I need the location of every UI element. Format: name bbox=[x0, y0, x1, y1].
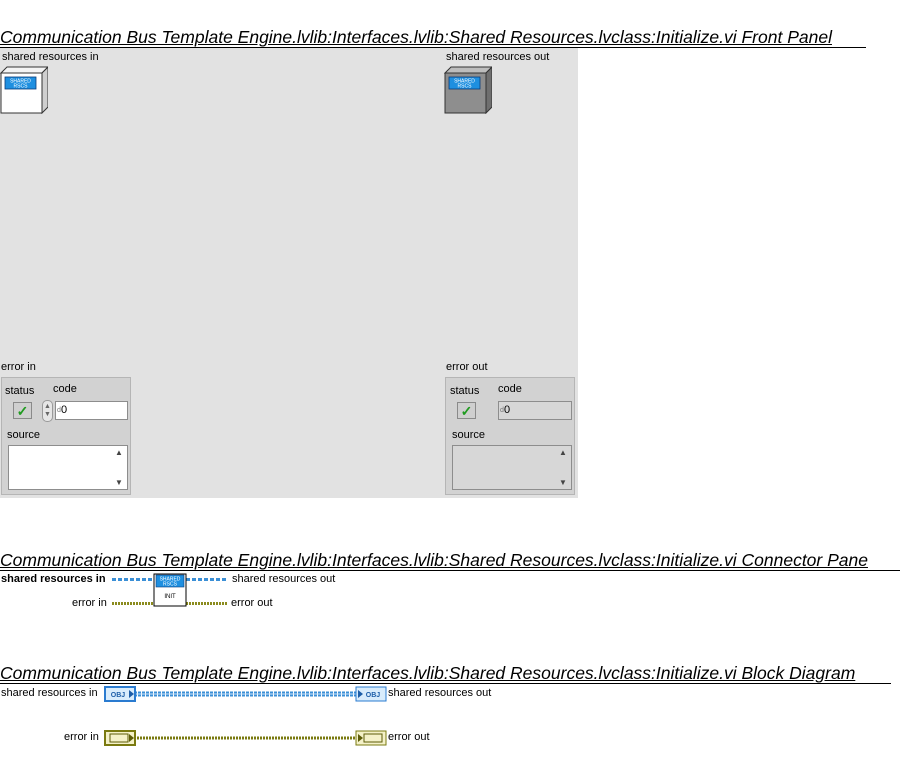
bd-shared-resources-in-label: shared resources in bbox=[1, 687, 98, 699]
block-diagram: OBJ OBJ bbox=[104, 686, 387, 746]
scroll-down-icon[interactable]: ▼ bbox=[115, 478, 123, 487]
spin-up-icon: ▲ bbox=[44, 403, 51, 410]
error-in-source-scrollbar[interactable]: ▲ ▼ bbox=[113, 448, 125, 487]
block-diagram-title-rule bbox=[0, 683, 891, 684]
svg-text:INIT: INIT bbox=[164, 594, 176, 600]
svg-text:SHARED: SHARED bbox=[454, 79, 475, 85]
error-in-code-spinner[interactable]: ▲ ▼ bbox=[42, 400, 53, 422]
front-panel-title: Communication Bus Template Engine.lvlib:… bbox=[0, 27, 832, 47]
error-in-source-label: source bbox=[7, 429, 41, 441]
front-panel-canvas: shared resources in SHARED RSCS shared r… bbox=[0, 48, 578, 498]
error-in-code-value: 0 bbox=[61, 404, 68, 416]
connector-pane-diagram: SHARED RSCS INIT bbox=[112, 573, 228, 607]
svg-text:OBJ: OBJ bbox=[366, 692, 381, 699]
connector-pane-title-rule bbox=[0, 570, 900, 571]
scroll-up-icon[interactable]: ▲ bbox=[559, 448, 567, 457]
front-panel-title-rule bbox=[0, 47, 866, 48]
svg-text:SHARED: SHARED bbox=[160, 577, 181, 583]
bd-error-in-terminal bbox=[104, 730, 136, 746]
error-out-source-field: ▲ ▼ bbox=[452, 445, 572, 490]
bd-shared-resources-out-label: shared resources out bbox=[388, 687, 492, 699]
error-out-status-led: ✓ bbox=[457, 402, 476, 419]
svg-text:RSCS: RSCS bbox=[163, 582, 178, 588]
cp-shared-resources-out: shared resources out bbox=[232, 573, 336, 585]
svg-text:RSCS: RSCS bbox=[14, 84, 29, 90]
radix-indicator: d bbox=[500, 407, 504, 414]
error-in-status-label: status bbox=[5, 385, 35, 397]
bd-shared-resources-in-terminal: OBJ bbox=[104, 686, 136, 702]
bd-error-in-label: error in bbox=[64, 731, 99, 743]
error-in-label: error in bbox=[1, 361, 36, 373]
cp-error-in: error in bbox=[72, 597, 107, 609]
shared-resources-in-label: shared resources in bbox=[2, 51, 99, 63]
bd-shared-resources-out-terminal: OBJ bbox=[355, 686, 387, 702]
error-out-label: error out bbox=[446, 361, 488, 373]
error-out-code-label: code bbox=[498, 383, 522, 395]
error-out-source-label: source bbox=[452, 429, 486, 441]
shared-resources-out-label: shared resources out bbox=[446, 51, 550, 63]
svg-text:RSCS: RSCS bbox=[458, 84, 473, 90]
scroll-up-icon[interactable]: ▲ bbox=[115, 448, 123, 457]
check-icon: ✓ bbox=[460, 402, 473, 419]
error-out-cluster: status code ✓ d 0 source ▲ ▼ bbox=[445, 377, 575, 495]
error-out-source-scrollbar[interactable]: ▲ ▼ bbox=[557, 448, 569, 487]
error-in-cluster: status code ✓ ▲ ▼ d 0 source ▲ ▼ bbox=[1, 377, 131, 495]
cp-error-out: error out bbox=[231, 597, 273, 609]
connector-pane-title: Communication Bus Template Engine.lvlib:… bbox=[0, 550, 868, 570]
bd-error-out-label: error out bbox=[388, 731, 430, 743]
error-out-code-value: 0 bbox=[504, 404, 511, 416]
radix-indicator: d bbox=[57, 407, 61, 414]
block-diagram-title: Communication Bus Template Engine.lvlib:… bbox=[0, 663, 856, 683]
cp-shared-resources-in: shared resources in bbox=[1, 573, 106, 585]
svg-text:SHARED: SHARED bbox=[10, 79, 31, 85]
error-in-code-label: code bbox=[53, 383, 77, 395]
shared-resources-in-control-icon[interactable]: SHARED RSCS bbox=[0, 66, 48, 114]
bd-error-out-terminal bbox=[355, 730, 387, 746]
shared-resources-out-indicator-icon: SHARED RSCS bbox=[444, 66, 492, 114]
error-out-code-field: d 0 bbox=[498, 401, 572, 420]
spin-down-icon: ▼ bbox=[44, 411, 51, 418]
error-in-code-field[interactable]: d 0 bbox=[55, 401, 128, 420]
check-icon: ✓ bbox=[16, 402, 29, 419]
svg-text:OBJ: OBJ bbox=[111, 692, 126, 699]
error-out-status-label: status bbox=[450, 385, 480, 397]
scroll-down-icon[interactable]: ▼ bbox=[559, 478, 567, 487]
error-in-source-field[interactable]: ▲ ▼ bbox=[8, 445, 128, 490]
error-in-status-checkbox[interactable]: ✓ bbox=[13, 402, 32, 419]
